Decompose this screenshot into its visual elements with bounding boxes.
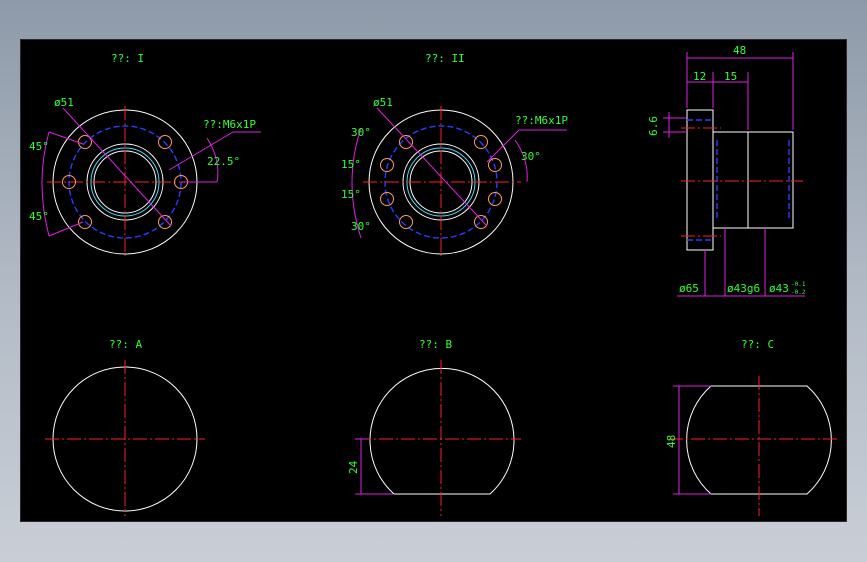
view-b-title: ??: B bbox=[419, 338, 452, 351]
side-dia-tol-base: ø43 bbox=[769, 282, 789, 295]
side-dim-body: 15 bbox=[724, 70, 737, 83]
body-profile bbox=[713, 131, 794, 229]
view-2-angle-3: 15° bbox=[341, 188, 361, 201]
view-2: ??: II ø51 30° 15° 15° 30° ??:M6x1P 30° bbox=[341, 52, 568, 256]
view-2-angle-2: 15° bbox=[341, 158, 361, 171]
angle-arc-right bbox=[514, 139, 528, 183]
dia-leader bbox=[376, 107, 488, 227]
thread-leader bbox=[168, 131, 234, 171]
angle-arc-right bbox=[206, 137, 219, 183]
flange-profile bbox=[686, 109, 714, 251]
side-view: 48 12 15 6.6 ø65 ø43g6 ø43 -0.1 -0.2 bbox=[647, 44, 806, 297]
view-1: ??: I ø51 45° 45° ??:M6x1P 22.5° bbox=[29, 52, 261, 256]
angle-arc-left bbox=[351, 127, 362, 239]
view-1-title: ??: I bbox=[111, 52, 144, 65]
double-flat-profile bbox=[686, 385, 832, 495]
side-dim-offset: 6.6 bbox=[647, 116, 660, 136]
bolt-holes bbox=[62, 135, 188, 229]
view-1-thread: ??:M6x1P bbox=[203, 118, 256, 131]
view-c-title: ??: C bbox=[741, 338, 774, 351]
d-profile bbox=[369, 367, 515, 495]
side-tol-upper: -0.1 bbox=[791, 281, 806, 288]
dia-leader bbox=[62, 107, 172, 227]
view-2-angle-1: 30° bbox=[351, 126, 371, 139]
side-dia-body: ø43g6 bbox=[727, 282, 760, 295]
view-2-diameter: ø51 bbox=[373, 96, 393, 109]
view-b-dim: 24 bbox=[347, 460, 360, 474]
view-1-angle-bottom: 45° bbox=[29, 210, 49, 223]
drawing-viewport[interactable]: ??: I ø51 45° 45° ??:M6x1P 22.5° ??: II bbox=[20, 39, 847, 522]
cad-drawing: ??: I ø51 45° 45° ??:M6x1P 22.5° ??: II bbox=[29, 44, 837, 516]
view-a-title: ??: A bbox=[109, 338, 142, 351]
view-b: ??: B 24 bbox=[347, 338, 521, 516]
bolt-holes bbox=[380, 135, 502, 229]
view-2-angle-right: 30° bbox=[521, 150, 541, 163]
view-1-angle-right: 22.5° bbox=[207, 155, 240, 168]
angle-arc-left bbox=[41, 131, 50, 237]
view-2-title: ??: II bbox=[425, 52, 465, 65]
view-1-angle-top: 45° bbox=[29, 140, 49, 153]
view-a: ??: A bbox=[45, 338, 205, 516]
side-dim-total: 48 bbox=[733, 44, 746, 57]
view-2-angle-4: 30° bbox=[351, 220, 371, 233]
thread-leader bbox=[486, 129, 520, 163]
view-2-thread: ??:M6x1P bbox=[515, 114, 568, 127]
side-dia-flange: ø65 bbox=[679, 282, 699, 295]
view-1-diameter: ø51 bbox=[54, 96, 74, 109]
side-tol-lower: -0.2 bbox=[791, 289, 806, 296]
view-c-dim: 48 bbox=[665, 435, 678, 448]
view-c: ??: C 48 bbox=[665, 338, 837, 516]
side-dim-flange: 12 bbox=[693, 70, 706, 83]
